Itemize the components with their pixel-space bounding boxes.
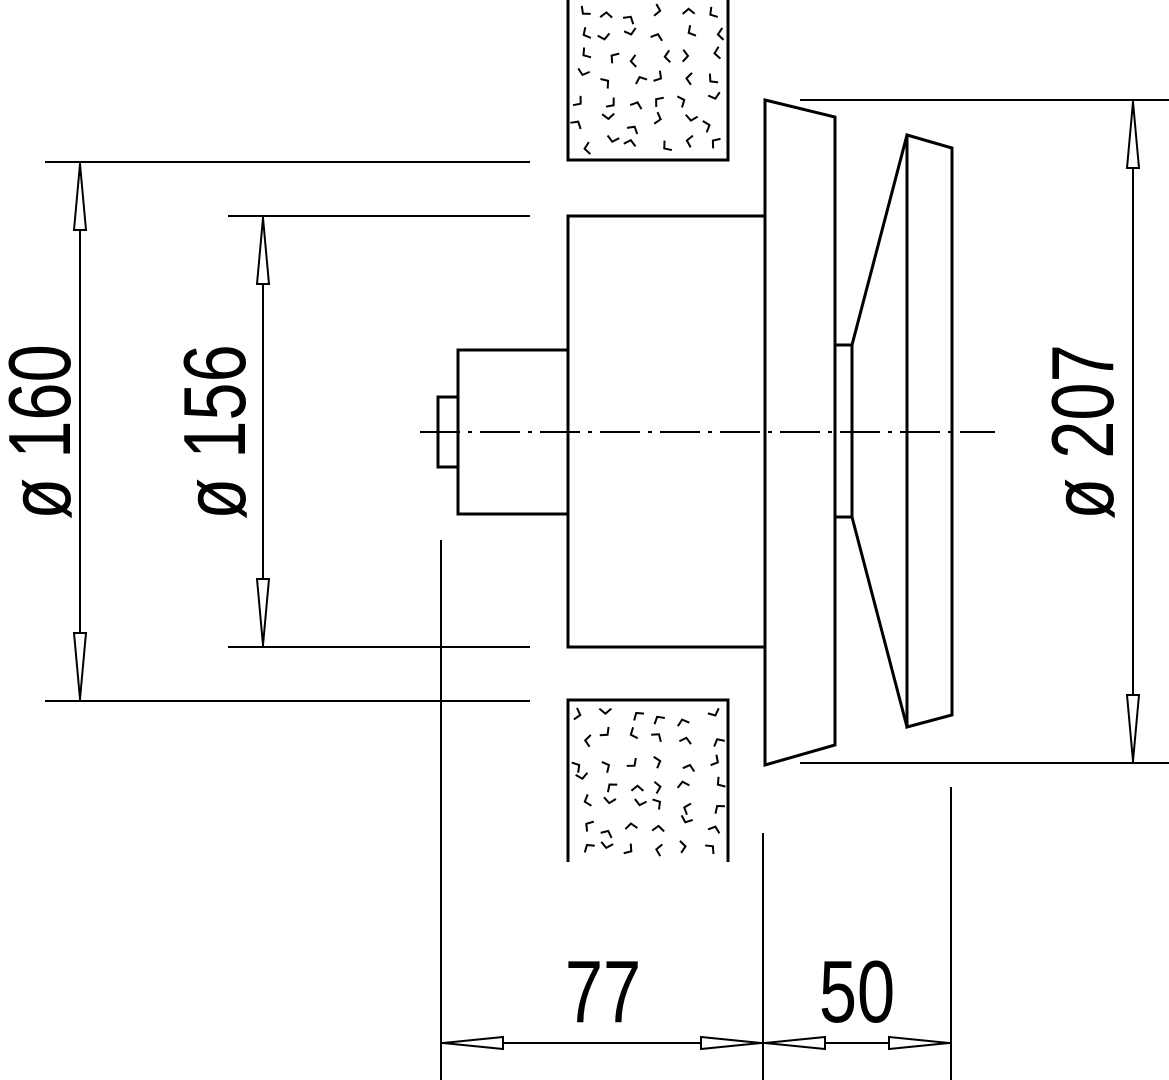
insulation-hatch-mark xyxy=(707,91,721,100)
insulation-hatch-mark xyxy=(605,97,615,108)
cone xyxy=(850,134,909,728)
insulation-hatch-mark xyxy=(599,11,613,19)
dimension-length: 77 50 xyxy=(440,540,952,1080)
insulation-hatch-mark xyxy=(600,78,610,89)
insulation-hatch-mark xyxy=(606,134,620,143)
dimension-d160: ø 160 xyxy=(0,161,530,702)
insulation-hatch-mark xyxy=(622,15,635,25)
insulation-hatch-mark xyxy=(623,843,633,855)
insulation-hatch-mark xyxy=(580,5,591,15)
insulation-hatch-mark xyxy=(629,101,643,110)
insulation-hatch-mark xyxy=(713,46,722,60)
insulation-hatch-mark xyxy=(679,840,687,854)
dimension-d207: ø 207 xyxy=(800,99,1169,764)
insulation-hatch-mark xyxy=(677,718,690,727)
insulation-hatch-mark xyxy=(629,726,639,740)
insulation-hatch-mark xyxy=(653,111,662,125)
insulation-hatch-mark xyxy=(582,27,592,39)
insulation-hatch-mark xyxy=(583,734,592,748)
insulation-hatch-mark xyxy=(650,32,663,42)
dim-label-d207: ø 207 xyxy=(1034,344,1132,520)
insulation-hatch-mark xyxy=(599,726,610,737)
insulation-hatch-mark xyxy=(716,27,725,41)
insulation-hatch-mark xyxy=(652,798,662,810)
insulation-hatch-mark xyxy=(653,3,662,17)
insulation-hatch-mark xyxy=(685,134,694,148)
insulation-hatch-mark xyxy=(710,754,719,767)
insulation-hatch-mark xyxy=(685,72,693,86)
insulation-hatch-mark xyxy=(653,780,662,795)
dim-label-77: 77 xyxy=(565,943,641,1041)
insulation-hatch-mark xyxy=(583,794,592,807)
insulation-hatch-mark xyxy=(663,140,673,152)
insulation-hatch-mark xyxy=(601,761,611,773)
insulation-hatch-mark xyxy=(682,7,696,15)
insulation-hatch-mark xyxy=(603,796,617,805)
insulation-hatch-mark xyxy=(606,783,618,793)
insulation-hatch-mark xyxy=(716,776,726,788)
insulation-hatch-mark xyxy=(573,707,582,721)
insulation-hatch-mark xyxy=(630,784,645,792)
insulation-hatch-mark xyxy=(709,6,719,18)
insulation-hatch-mark xyxy=(583,843,595,853)
insulation-hatch-mark xyxy=(708,73,719,84)
insulation-hatch-mark xyxy=(629,54,637,68)
insulation-hatch-mark xyxy=(600,841,614,850)
insulation-hatch-mark xyxy=(571,761,581,773)
insulation-hatch-mark xyxy=(626,125,639,135)
insulation-hatch-mark xyxy=(713,738,725,747)
insulation-hatch-mark xyxy=(577,67,591,77)
insulation-hatch-mark xyxy=(610,52,620,64)
insulation-hatch-mark xyxy=(711,137,721,149)
insulation-hatch-mark xyxy=(685,114,699,122)
insulation-hatch-mark xyxy=(655,843,663,857)
insulation-hatch-mark xyxy=(626,757,637,767)
insulation-hatch-mark xyxy=(570,120,582,130)
insulation-hatch-mark xyxy=(598,707,613,715)
insulation-hatch-mark xyxy=(653,755,662,769)
dimension-d156: ø 156 xyxy=(166,215,530,648)
insulation-hatch-mark xyxy=(663,49,672,63)
insulation-hatch-mark xyxy=(583,141,591,155)
insulation-hatch-mark xyxy=(585,820,595,832)
insulation-hatch-mark xyxy=(601,112,615,121)
insulation-hatch-mark xyxy=(582,47,592,59)
dim-label-50: 50 xyxy=(819,943,895,1041)
insulation-hatch-mark xyxy=(707,707,720,717)
insulation-hatch-mark xyxy=(572,95,582,107)
flange-plate xyxy=(763,98,837,767)
insulation-hatch-mark xyxy=(575,772,589,781)
insulation-hatch-mark xyxy=(651,824,665,833)
dim-label-d156: ø 156 xyxy=(166,344,264,520)
insulation-hatch-mark xyxy=(600,829,613,839)
insulation-hatch-mark xyxy=(633,711,645,721)
insulation-hatch-mark xyxy=(623,138,637,148)
insulation-hatch-mark xyxy=(676,780,690,789)
insulation-hatch-mark xyxy=(707,825,721,834)
insulation-hatch-mark xyxy=(676,95,686,108)
insulation-hatch-mark xyxy=(635,75,648,85)
insulation-hatch-mark xyxy=(678,736,692,745)
insulation-hatch-mark xyxy=(624,822,638,830)
insulation-hatch-mark xyxy=(683,802,692,816)
insulation-hatch-mark xyxy=(687,24,697,37)
insulation-hatch-mark xyxy=(653,70,663,82)
dim-label-d160: ø 160 xyxy=(0,344,89,520)
insulation-bottom xyxy=(566,698,730,862)
insulation-hatch-mark xyxy=(634,798,648,807)
insulation-top xyxy=(566,0,730,162)
insulation-hatch-mark xyxy=(655,96,665,108)
insulation-hatch-mark xyxy=(597,32,611,41)
insulation-hatch-mark xyxy=(705,844,715,855)
cone-plate xyxy=(905,133,954,729)
insulation-hatch-mark xyxy=(702,120,711,133)
insulation-hatch-mark xyxy=(682,763,696,773)
insulation-hatch-mark xyxy=(680,814,694,824)
insulation-hatch-mark xyxy=(714,804,725,814)
insulation-hatch-mark xyxy=(653,715,665,725)
insulation-hatch-mark xyxy=(651,733,662,743)
insulation-hatch-mark xyxy=(681,49,690,63)
insulation-hatch-mark xyxy=(623,27,637,36)
